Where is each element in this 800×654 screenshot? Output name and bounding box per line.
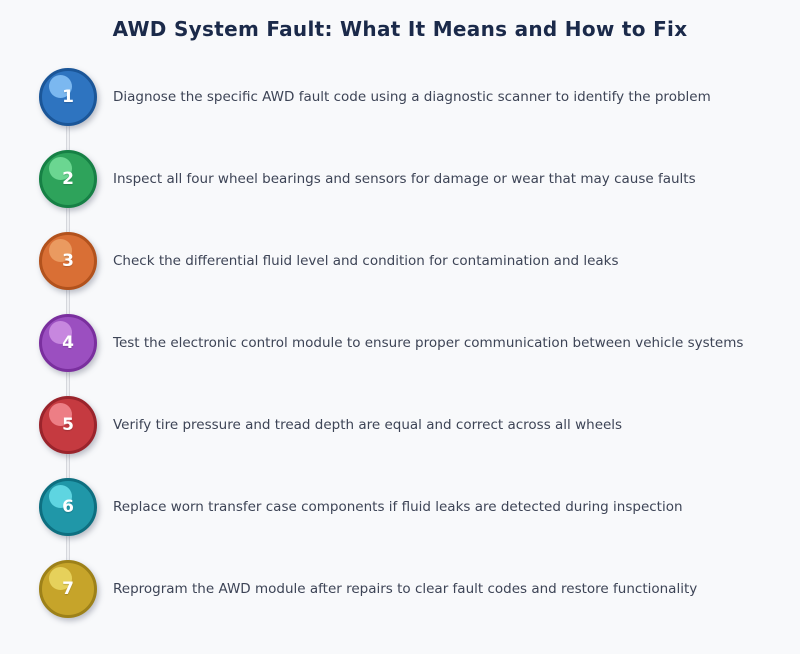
step-circle-6: 6 bbox=[39, 478, 97, 536]
step-circle-2: 2 bbox=[39, 150, 97, 208]
circle-highlight bbox=[49, 567, 72, 590]
steps-list: 1 Diagnose the specific AWD fault code u… bbox=[0, 56, 800, 630]
step-number: 4 bbox=[62, 332, 74, 353]
step-circle-5: 5 bbox=[39, 396, 97, 454]
circle-highlight bbox=[49, 239, 72, 262]
circle-highlight bbox=[49, 485, 72, 508]
step-number: 3 bbox=[62, 250, 74, 271]
step-number: 5 bbox=[62, 414, 74, 435]
step-label: Diagnose the specific AWD fault code usi… bbox=[113, 88, 711, 105]
page-title: AWD System Fault: What It Means and How … bbox=[112, 17, 688, 41]
step-row-6: 6 Replace worn transfer case components … bbox=[0, 466, 800, 548]
step-label: Verify tire pressure and tread depth are… bbox=[113, 416, 623, 433]
step-circle-7: 7 bbox=[39, 560, 97, 618]
step-row-3: 3 Check the differential fluid level and… bbox=[0, 220, 800, 302]
circle-highlight bbox=[49, 157, 72, 180]
step-label: Check the differential fluid level and c… bbox=[113, 252, 619, 269]
step-label: Reprogram the AWD module after repairs t… bbox=[113, 580, 698, 597]
step-row-4: 4 Test the electronic control module to … bbox=[0, 302, 800, 384]
step-number: 2 bbox=[62, 168, 74, 189]
circle-highlight bbox=[49, 403, 72, 426]
step-row-5: 5 Verify tire pressure and tread depth a… bbox=[0, 384, 800, 466]
step-row-2: 2 Inspect all four wheel bearings and se… bbox=[0, 138, 800, 220]
step-row-1: 1 Diagnose the specific AWD fault code u… bbox=[0, 56, 800, 138]
step-number: 1 bbox=[62, 86, 74, 107]
step-label: Inspect all four wheel bearings and sens… bbox=[113, 170, 696, 187]
step-number: 6 bbox=[62, 496, 74, 517]
circle-highlight bbox=[49, 321, 72, 344]
step-label: Test the electronic control module to en… bbox=[113, 334, 744, 351]
step-label: Replace worn transfer case components if… bbox=[113, 498, 683, 515]
step-row-7: 7 Reprogram the AWD module after repairs… bbox=[0, 548, 800, 630]
step-number: 7 bbox=[62, 578, 74, 599]
step-circle-3: 3 bbox=[39, 232, 97, 290]
step-circle-4: 4 bbox=[39, 314, 97, 372]
circle-highlight bbox=[49, 75, 72, 98]
step-circle-1: 1 bbox=[39, 68, 97, 126]
